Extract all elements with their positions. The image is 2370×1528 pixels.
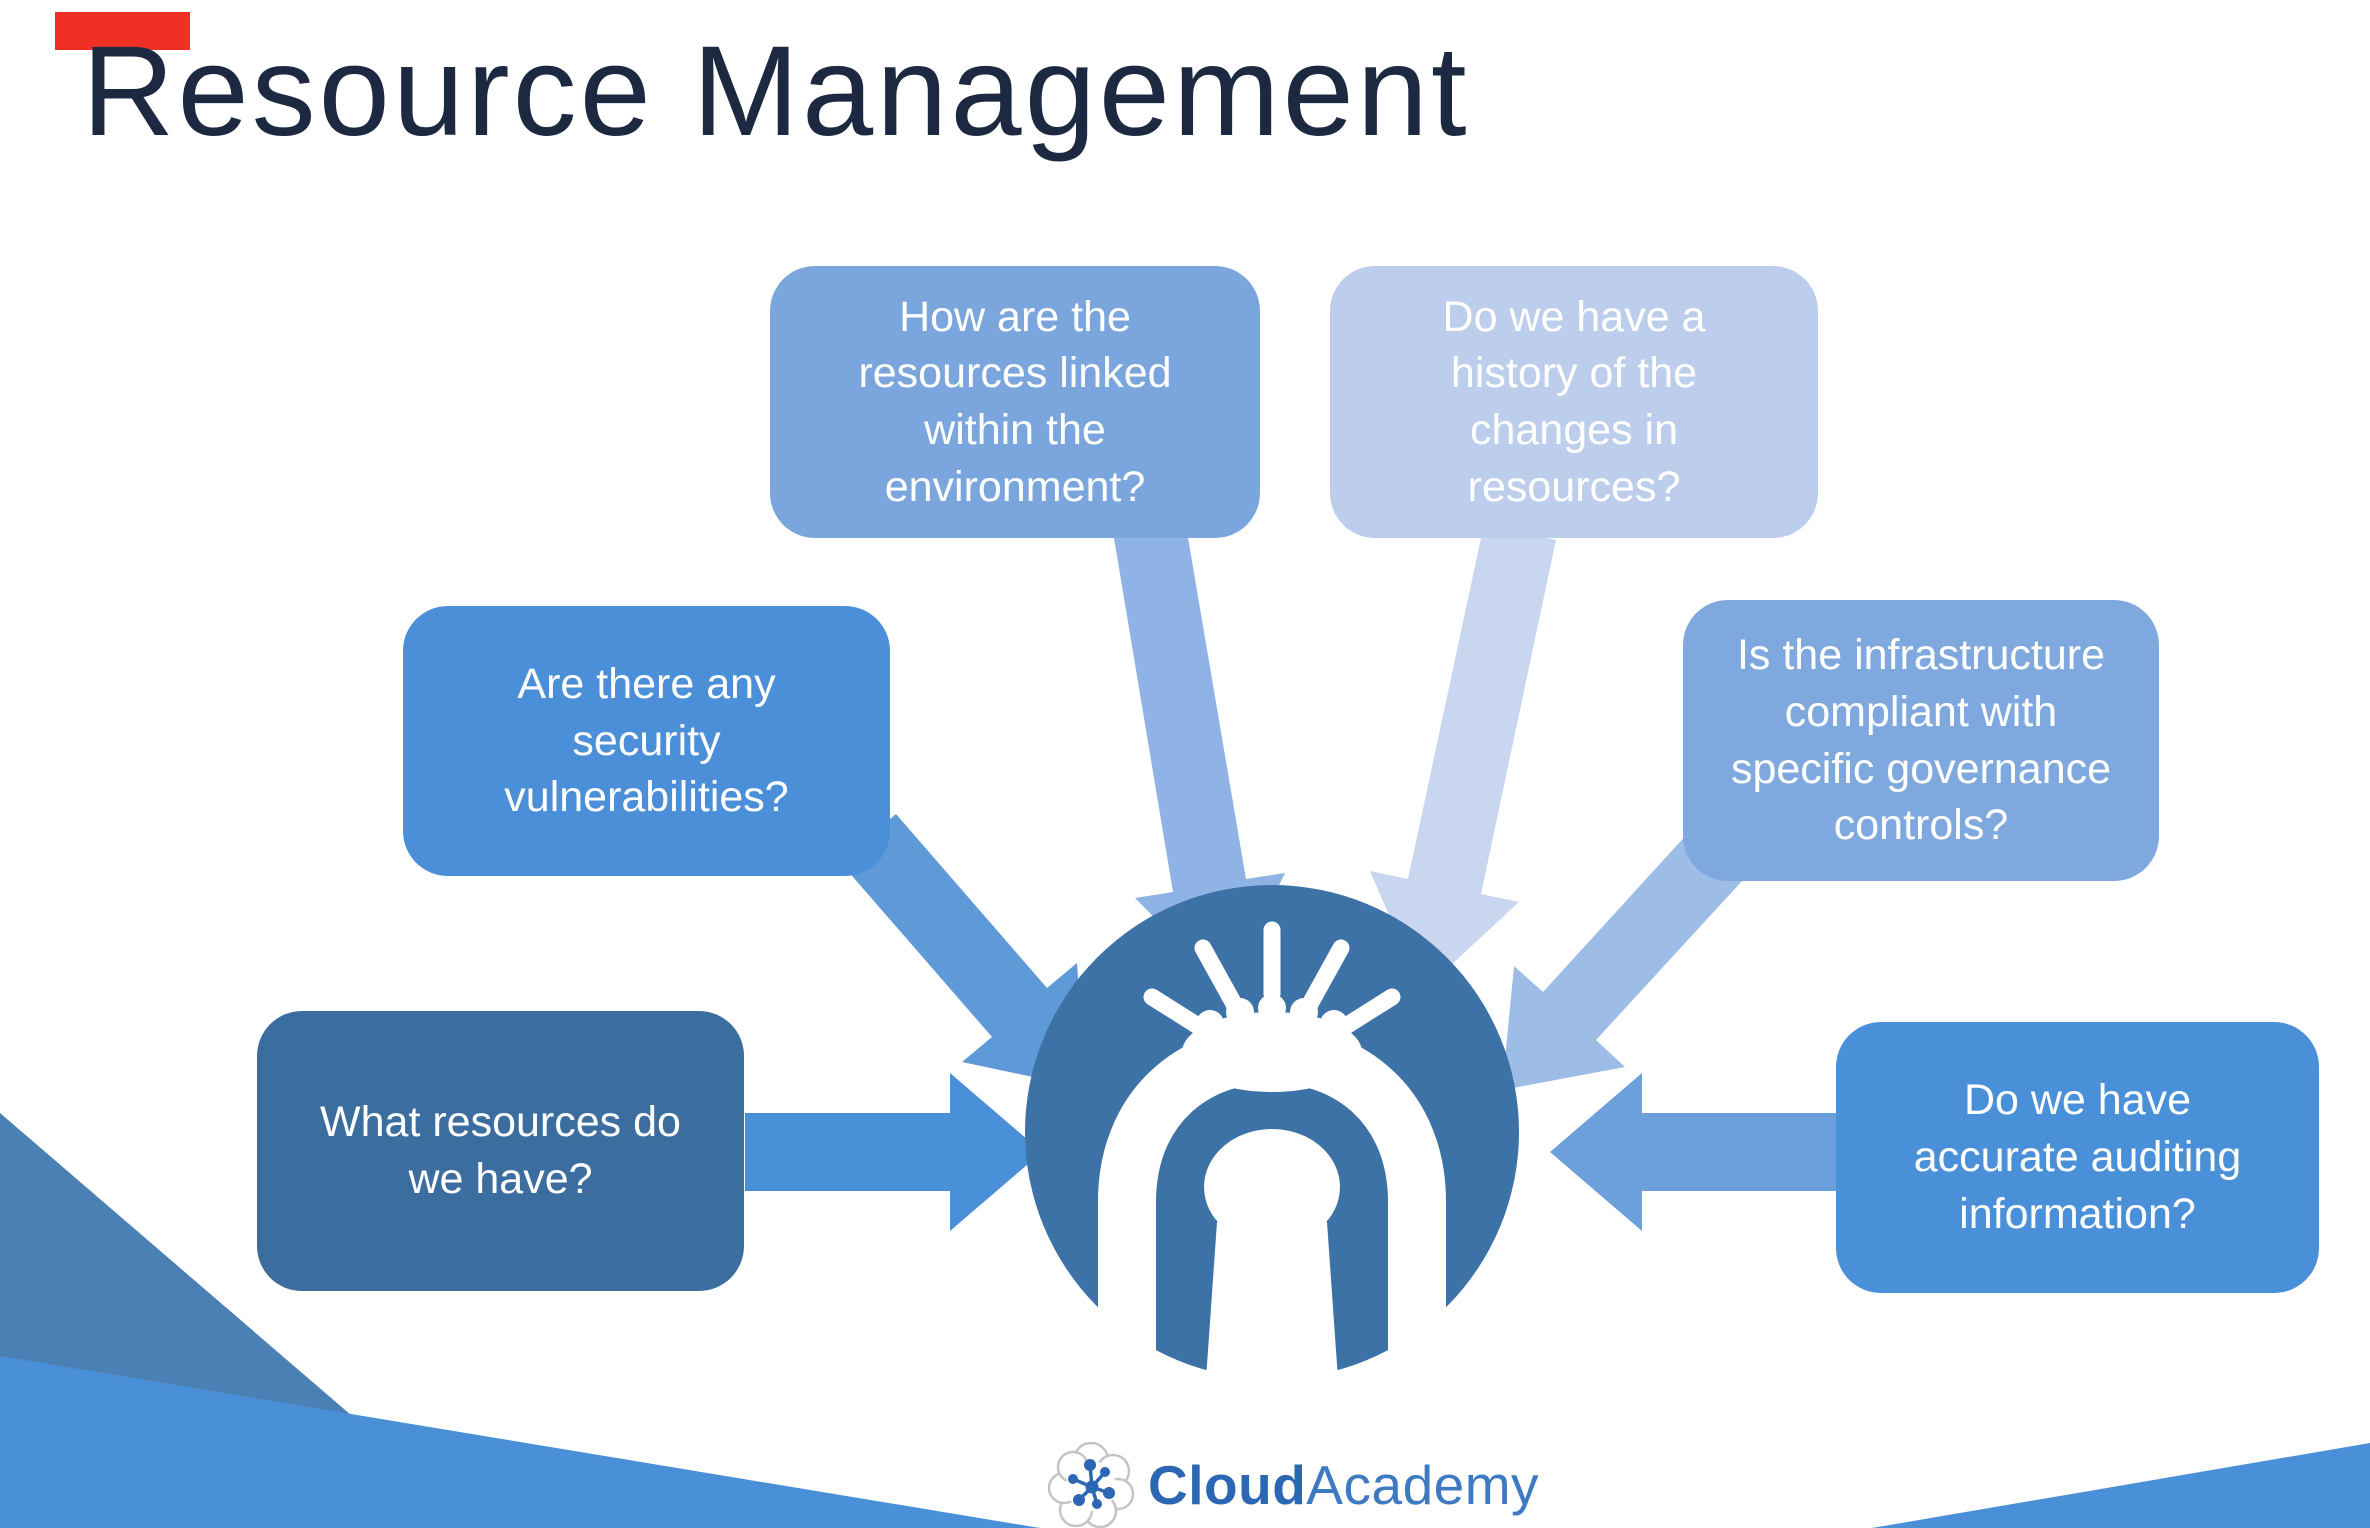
arrow-auditing [1550,1073,1836,1231]
red-marker [55,12,190,50]
question-text-resources: What resources do we have? [320,1098,681,1203]
stressed-person-icon [1025,885,1519,1379]
question-box-history: Do we have a history of the changes in r… [1330,266,1818,538]
bottom-right-triangle [1872,1443,2370,1528]
cloud-network-nodes [1068,1459,1115,1509]
logo-text-cloud: Cloud [1148,1454,1307,1516]
arrow-security [840,814,1085,1088]
question-box-linked: How are the resources linked within the … [770,266,1260,538]
question-box-auditing: Do we have accurate auditing information… [1836,1022,2319,1293]
question-text-history: Do we have a history of the changes in r… [1442,292,1706,511]
figure-head-torso [1204,1129,1340,1379]
logo-text-academy: Academy [1306,1454,1540,1516]
arrow-governance [1502,821,1753,1090]
cloudacademy-cloud-icon [1048,1442,1134,1528]
question-text-governance: Is the infrastructure compliant with spe… [1730,631,2112,850]
question-text-security: Are there any security vulnerabilities? [504,659,789,822]
question-box-security: Are there any security vulnerabilities? [403,606,890,876]
bottom-left-bright-triangle [0,1356,1040,1528]
page-title: Resource Management [82,20,1470,163]
arrow-history [1370,524,1556,992]
question-text-linked: How are the resources linked within the … [858,292,1172,511]
question-text-auditing: Do we have accurate auditing information… [1913,1076,2242,1238]
bottom-left-steel-triangle [0,1113,380,1440]
arrow-linked [1114,526,1285,992]
question-box-resources: What resources do we have? [257,1011,744,1291]
figure-hands [1182,994,1362,1092]
arrow-resources [745,1073,1042,1231]
question-box-governance: Is the infrastructure compliant with spe… [1683,600,2159,881]
